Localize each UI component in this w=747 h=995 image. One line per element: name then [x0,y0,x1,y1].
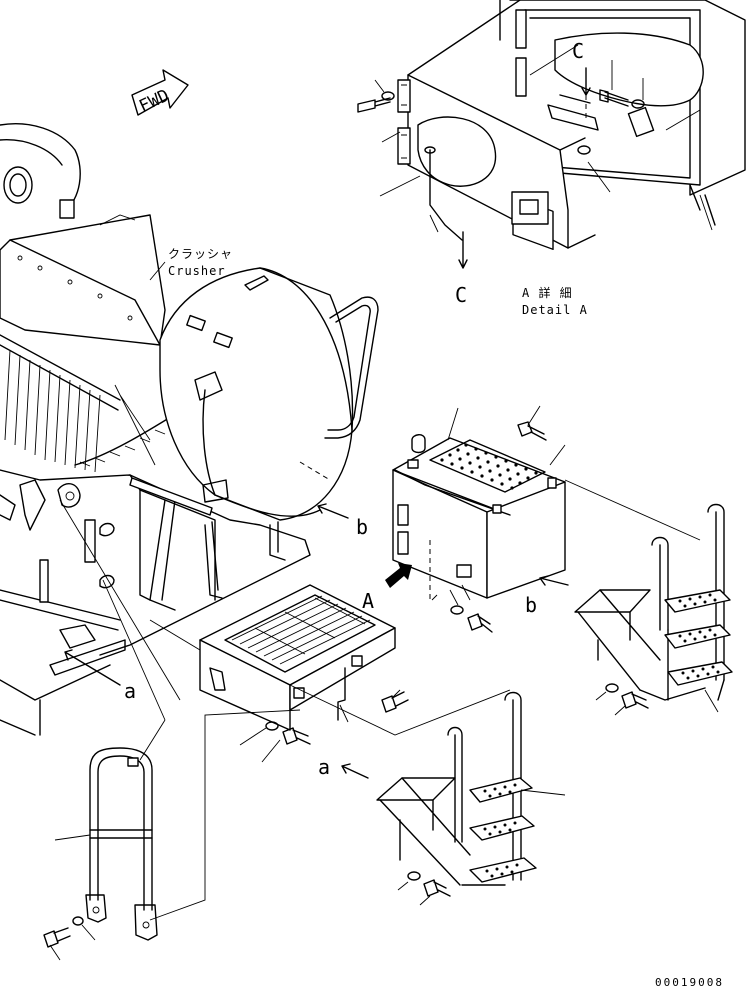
ref-a-center: a [318,755,330,779]
ladder-center-tread-holes [483,783,519,878]
view-letter-a: A [362,589,374,613]
detail-title-en: Detail A [522,303,588,317]
tool-box: A [362,405,701,633]
crusher-label-jp: クラッシャ [168,247,233,261]
drawing-number: 00019008 [655,976,724,989]
detail-title-jp: A 詳 細 [522,285,573,300]
tray-slots [231,595,371,665]
detail-ref-c-bottom: C [455,283,467,307]
step-ladder-center [376,691,566,906]
step-tray: a [149,584,511,779]
toolbox-perforation [440,443,538,490]
handrail-bottom-left [43,709,301,961]
ref-b-left: b [356,515,368,539]
ladder-right-tread-holes [678,593,720,680]
step-ladder-right: b [525,503,733,716]
detail-a-view: C C A 詳 細 Detail A [357,0,746,317]
ref-b-right: b [525,593,537,617]
detail-ref-c-top: C [572,39,584,63]
crusher-machine: クラッシャ Crusher b a [0,123,379,736]
ref-a-left: a [124,679,136,703]
fwd-arrow: FWD [131,69,189,117]
crusher-label-en: Crusher [168,264,226,278]
